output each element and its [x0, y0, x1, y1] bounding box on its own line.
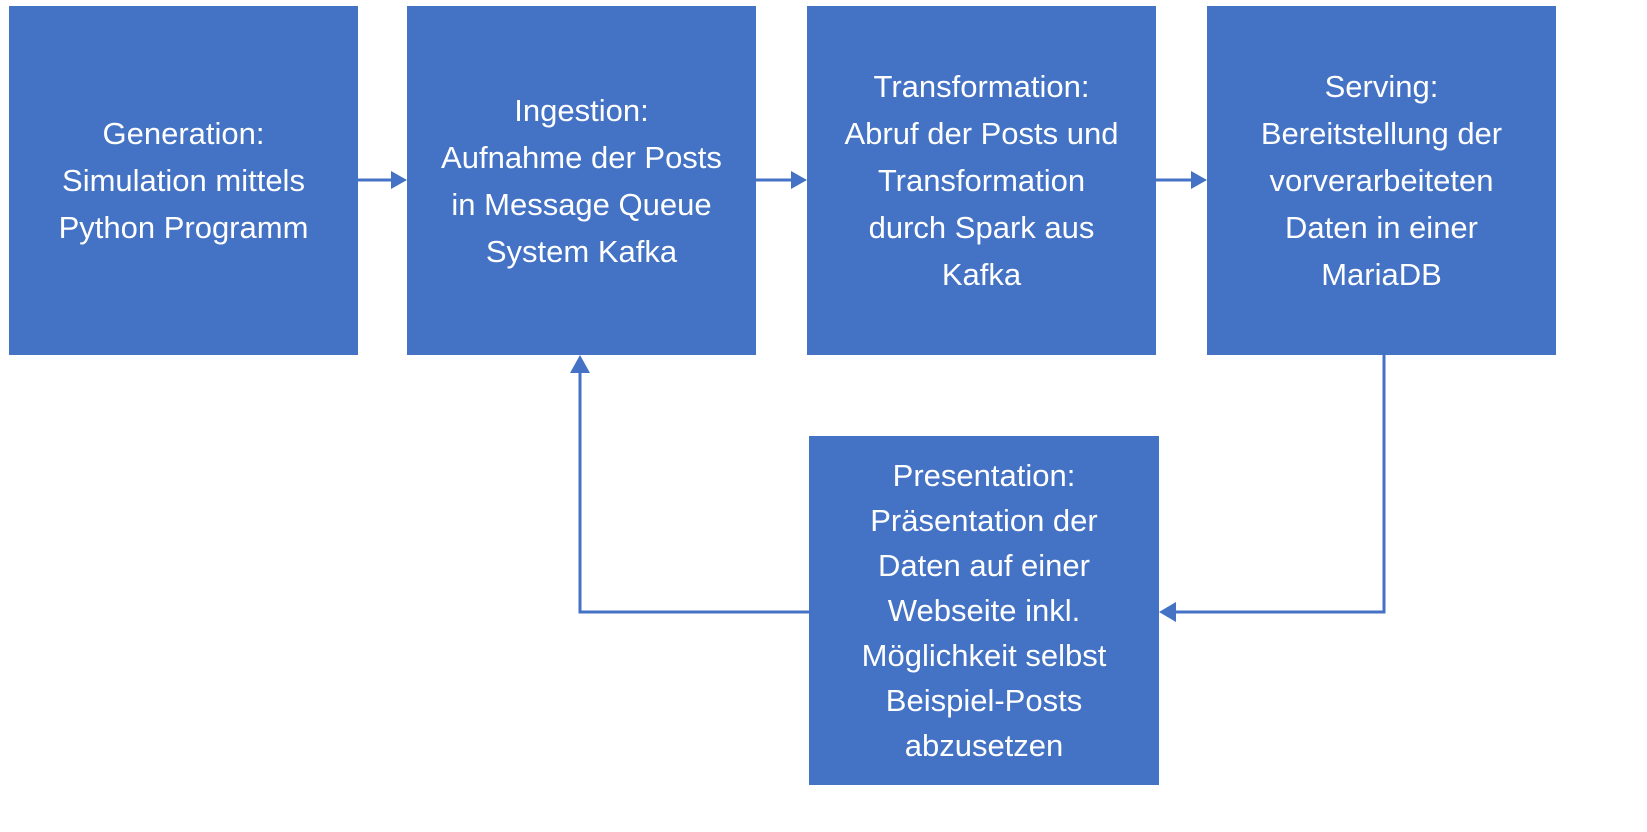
connector-presentation-ingestion	[578, 371, 809, 614]
arrowhead-ingestion-icon	[391, 171, 407, 189]
transformation-line-3: durch Spark aus	[868, 210, 1095, 245]
arrowhead-transformation-icon	[791, 171, 807, 189]
presentation-line-6: abzusetzen	[904, 728, 1064, 763]
presentation-line-5: Beispiel-Posts	[885, 683, 1083, 718]
presentation-title: Presentation:	[892, 458, 1076, 493]
presentation-line-2: Daten auf einer	[878, 548, 1090, 583]
transformation-line-2: Transformation	[877, 163, 1086, 198]
ingestion-box: Ingestion: Aufnahme der Posts in Message…	[407, 6, 756, 355]
transformation-line-4: Kafka	[941, 257, 1022, 292]
presentation-line-4: Möglichkeit selbst	[861, 638, 1107, 673]
serving-box: Serving: Bereitstellung der vorverarbeit…	[1207, 6, 1556, 355]
serving-line-2: vorverarbeiteten	[1269, 163, 1494, 198]
generation-line-1: Simulation mittels	[62, 163, 305, 198]
arrowhead-presentation-icon	[1159, 602, 1176, 622]
arrowhead-ingestion-up-icon	[570, 355, 590, 373]
generation-title: Generation:	[102, 116, 265, 151]
transformation-line-1: Abruf der Posts und	[844, 116, 1119, 151]
transformation-title: Transformation:	[873, 69, 1090, 104]
serving-line-1: Bereitstellung der	[1260, 116, 1503, 151]
serving-line-3: Daten in einer	[1284, 210, 1478, 245]
ingestion-title: Ingestion:	[514, 92, 649, 128]
serving-line-4: MariaDB	[1321, 257, 1442, 292]
presentation-line-3: Webseite inkl.	[887, 593, 1081, 628]
connector-serving-presentation	[1174, 355, 1386, 614]
presentation-box: Presentation: Präsentation der Daten auf…	[809, 436, 1159, 785]
transformation-box: Transformation: Abruf der Posts und Tran…	[807, 6, 1156, 355]
generation-box: Generation: Simulation mittels Python Pr…	[9, 6, 358, 355]
ingestion-line-2: in Message Queue	[451, 186, 712, 222]
ingestion-line-1: Aufnahme der Posts	[441, 139, 722, 175]
presentation-line-1: Präsentation der	[870, 503, 1098, 538]
serving-title: Serving:	[1324, 69, 1439, 104]
ingestion-line-3: System Kafka	[485, 233, 678, 269]
generation-line-2: Python Programm	[58, 210, 309, 245]
arrowhead-serving-icon	[1191, 171, 1207, 189]
